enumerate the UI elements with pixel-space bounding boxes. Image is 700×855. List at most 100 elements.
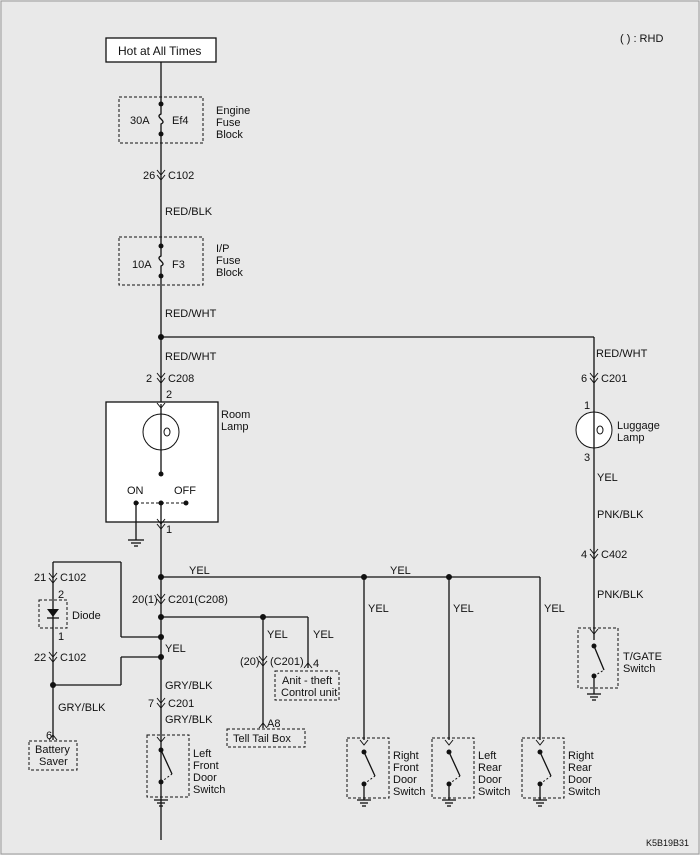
rhd-legend: ( ) : RHD xyxy=(620,33,663,45)
connector-icon xyxy=(156,169,166,181)
connector-icon xyxy=(258,722,268,729)
connector-icon xyxy=(156,736,166,743)
room-lamp-label-2: Lamp xyxy=(221,421,249,433)
figure-code: K5B19B31 xyxy=(646,838,689,848)
connector-icon xyxy=(535,739,545,746)
switch-box xyxy=(346,737,390,799)
connector-icon xyxy=(156,518,166,530)
lf-switch-label-2: Front xyxy=(193,760,219,772)
door-switch-lf xyxy=(146,734,190,807)
battery-saver-label-1: Battery xyxy=(35,744,70,756)
wire-red-wht-3: RED/WHT xyxy=(596,348,648,360)
wire-yel-anti: YEL xyxy=(313,629,334,641)
wire-red-blk-label: RED/BLK xyxy=(165,206,213,218)
lamp-terminal xyxy=(158,471,164,477)
wire-gry-blk-2: GRY/BLK xyxy=(165,714,213,726)
lr-switch-label-2: Rear xyxy=(478,762,502,774)
c201-tell-name: (C201) xyxy=(270,656,304,668)
c201-tell-pin: (20) xyxy=(240,656,260,668)
fuse-f3-name: F3 xyxy=(172,259,185,271)
rr-switch-label-1: Right xyxy=(568,750,594,762)
diode-pin-bottom: 1 xyxy=(58,631,64,643)
ip-fuse-label-1: I/P xyxy=(216,243,229,255)
c102-name: C102 xyxy=(168,170,194,182)
rf-switch-label-3: Door xyxy=(393,774,417,786)
tgate-label-1: T/GATE xyxy=(623,651,662,663)
connector-icon xyxy=(156,593,166,605)
wire-yel-r3: YEL xyxy=(544,603,565,615)
connector-icon xyxy=(156,697,166,709)
wire-gry-blk-left: GRY/BLK xyxy=(58,702,106,714)
connector-icon xyxy=(589,628,599,635)
switch-link xyxy=(593,669,605,677)
c402-pin: 4 xyxy=(581,549,587,561)
tgate-switch-box xyxy=(577,627,619,689)
switch-blade xyxy=(448,751,461,777)
wire-red-wht-2: RED/WHT xyxy=(165,351,217,363)
battery-saver-box xyxy=(28,740,78,771)
c201-lf-pin: 7 xyxy=(148,698,154,710)
door-switch-lr xyxy=(431,737,475,807)
lf-switch-label-3: Door xyxy=(193,772,217,784)
c201-lf-name: C201 xyxy=(168,698,194,710)
c201-right-name: C201 xyxy=(601,373,627,385)
lf-switch-label-1: Left xyxy=(193,748,211,760)
c102-mid-name: C102 xyxy=(60,572,86,584)
engine-fuse-label-2: Fuse xyxy=(216,117,240,129)
ip-fuse-label-3: Block xyxy=(216,267,243,279)
wire-yel-tell: YEL xyxy=(267,629,288,641)
connector-icon xyxy=(48,651,58,663)
switch-terminal-off xyxy=(183,500,189,506)
rf-switch-label-4: Switch xyxy=(393,786,425,798)
c102-low-pin: 22 xyxy=(34,652,46,664)
anti-theft-pin: 4 xyxy=(313,658,319,670)
rr-switch-label-2: Rear xyxy=(568,762,592,774)
tgate-label-2: Switch xyxy=(623,663,655,675)
c208-name: C208 xyxy=(168,373,194,385)
room-lamp-on-label: ON xyxy=(127,485,144,497)
luggage-pin-top: 1 xyxy=(584,400,590,412)
diode-box xyxy=(38,599,68,629)
lr-switch-label-3: Door xyxy=(478,774,502,786)
engine-fuse-label-1: Engine xyxy=(216,105,250,117)
ip-fuse-label-2: Fuse xyxy=(216,255,240,267)
diode-pin-top: 2 xyxy=(58,589,64,601)
switch-blade xyxy=(539,751,552,777)
lf-switch-label-4: Switch xyxy=(193,784,225,796)
fuse-f3-icon xyxy=(158,246,164,276)
c208-pin: 2 xyxy=(146,373,152,385)
connector-icon xyxy=(589,372,599,384)
connector-icon xyxy=(303,662,313,669)
switch-box xyxy=(521,737,565,799)
connector-icon xyxy=(48,572,58,584)
rr-switch-label-4: Switch xyxy=(568,786,600,798)
wire-pnk-blk-2: PNK/BLK xyxy=(597,589,644,601)
anti-theft-label-1: Anit - theft xyxy=(282,675,332,687)
tell-tail-box xyxy=(226,728,306,748)
battery-saver-pin: 6 xyxy=(46,730,52,742)
splice xyxy=(158,654,164,660)
anti-theft-box xyxy=(274,670,340,701)
room-lamp-pin: 1 xyxy=(166,524,172,536)
room-lamp-off-label: OFF xyxy=(174,485,196,497)
door-switch-rr xyxy=(521,737,565,807)
luggage-label-2: Lamp xyxy=(617,432,645,444)
switch-blade xyxy=(363,751,376,777)
connector-icon xyxy=(258,655,268,667)
wire-pnk-blk-1: PNK/BLK xyxy=(597,509,644,521)
switch-box xyxy=(146,734,190,798)
rf-switch-label-1: Right xyxy=(393,750,419,762)
luggage-label-1: Luggage xyxy=(617,420,660,432)
ip-fuse-block xyxy=(118,236,204,286)
switch-blade xyxy=(160,749,173,775)
c102-low-name: C102 xyxy=(60,652,86,664)
tgate-switch-blade xyxy=(593,645,605,671)
luggage-filament xyxy=(596,425,604,435)
fuse-ef4-rating: 30A xyxy=(130,115,150,127)
connector-icon xyxy=(48,734,58,741)
c201-right-pin: 6 xyxy=(581,373,587,385)
tell-tail-pin: A8 xyxy=(267,718,280,730)
